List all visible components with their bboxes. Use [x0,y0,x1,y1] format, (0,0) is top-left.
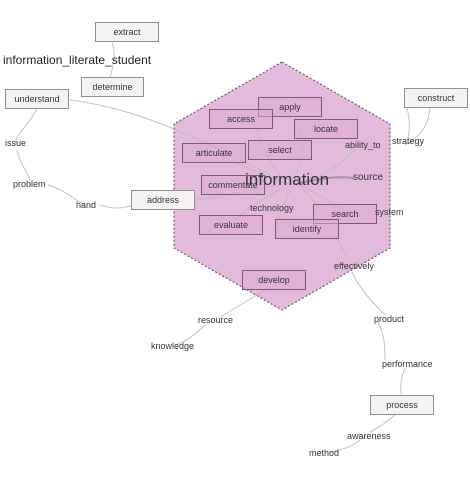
word-method: method [309,448,340,458]
node-identify: identify [275,219,339,239]
word-strategy: strategy [392,136,425,146]
edge [174,324,206,346]
edge [16,149,31,182]
word-hand: hand [76,200,97,210]
word-system: system [375,207,404,217]
edge [99,204,134,209]
node-locate: locate [294,119,358,139]
edge [47,184,86,206]
edge [404,107,431,146]
edge [377,321,386,361]
word-issue: issue [5,138,27,148]
diagram-title: information_literate_student [3,53,152,67]
word-resource: resource [198,315,234,325]
node-process: process [370,395,434,415]
word-ability-to: ability_to [345,140,381,150]
node-understand: understand [5,89,69,109]
edge [69,99,281,181]
node-address: address [131,190,195,210]
node-commentate: commentate [201,175,265,195]
word-awareness: awareness [347,431,391,441]
word-source: source [353,172,384,183]
node-develop: develop [242,270,306,290]
node-construct: construct [404,88,468,108]
word-performance: performance [382,359,433,369]
node-extract: extract [95,22,159,42]
hub-label: information [245,170,330,189]
word-problem: problem [13,179,46,189]
word-knowledge: knowledge [151,341,195,351]
node-access: access [209,109,273,129]
edge [219,287,269,319]
edge [295,176,355,185]
edge [329,439,361,453]
node-apply: apply [258,97,322,117]
edge [351,271,386,316]
node-select: select [248,140,312,160]
edge [400,367,406,397]
node-articulate: articulate [182,143,246,163]
edge [15,105,39,144]
word-technology: technology [250,203,294,213]
edge [406,107,410,139]
node-determine: determine [81,77,144,97]
word-effectively: effectively [334,261,374,271]
edge [369,411,399,433]
node-evaluate: evaluate [199,215,263,235]
word-product: product [374,314,405,324]
